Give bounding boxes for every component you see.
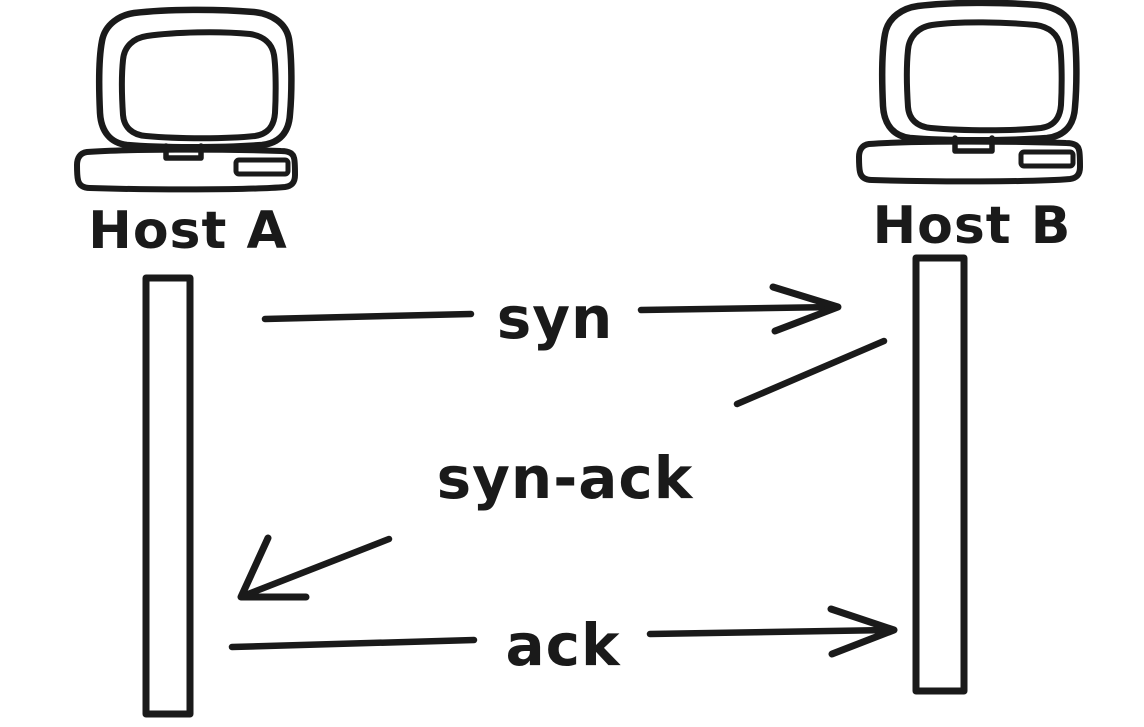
- host-b-label: Host B: [873, 196, 1072, 256]
- host-a-timeline-bar: [142, 274, 194, 718]
- host-a-computer-icon: [74, 6, 298, 193]
- syn-ack-label: syn-ack: [437, 444, 694, 512]
- host-a-label: Host A: [88, 201, 287, 261]
- syn-label: syn: [497, 284, 614, 352]
- ack-arrow: [228, 605, 898, 658]
- ack-label: ack: [505, 611, 621, 679]
- syn-arrow: [261, 283, 842, 335]
- host-b-computer-icon: [856, 0, 1083, 185]
- host-b-timeline-bar: [912, 254, 968, 695]
- syn-ack-arrow: [237, 337, 888, 601]
